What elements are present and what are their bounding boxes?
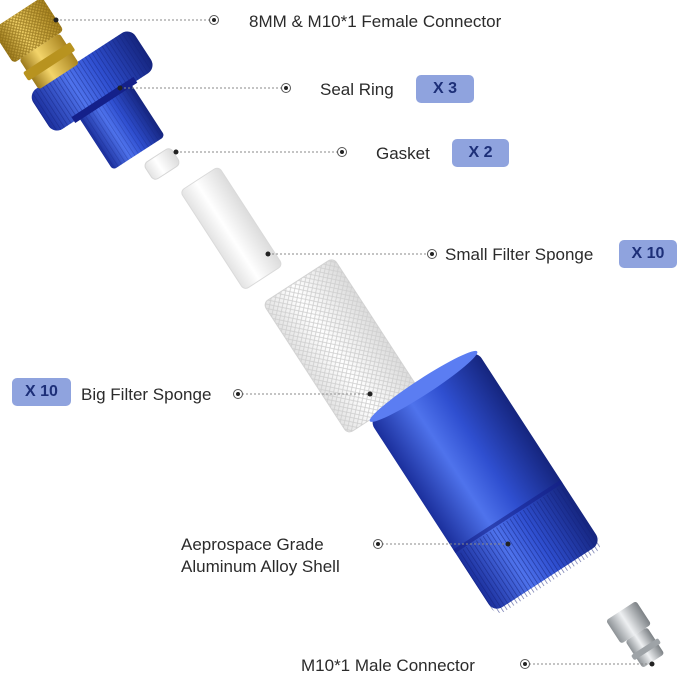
- aluminum-shell-shape: [369, 350, 601, 613]
- badge-big-sponge-quantity: X 10: [12, 378, 71, 406]
- label-shell-line1: Aeprospace Grade: [181, 535, 324, 554]
- badge-gasket-quantity: X 2: [452, 139, 509, 167]
- small-sponge-shape: [181, 167, 282, 289]
- brass-connector: [0, 0, 78, 89]
- label-male-connector: M10*1 Male Connector: [301, 656, 475, 675]
- label-shell-line2: Aluminum Alloy Shell: [181, 557, 340, 576]
- badge-seal-ring-quantity: X 3: [416, 75, 474, 103]
- label-seal-ring: Seal Ring: [320, 80, 394, 99]
- big-sponge-shape: [264, 259, 417, 433]
- leader-dots: [53, 15, 655, 669]
- blue-cap: [31, 31, 164, 169]
- leader-lines: [56, 19, 652, 665]
- badge-small-sponge-quantity: X 10: [619, 240, 677, 268]
- label-gasket: Gasket: [376, 144, 430, 163]
- label-big-filter-sponge: Big Filter Sponge: [81, 385, 212, 404]
- steel-connector: [606, 601, 664, 667]
- label-small-filter-sponge: Small Filter Sponge: [445, 245, 594, 264]
- gasket-shape: [144, 148, 180, 180]
- label-female-connector: 8MM & M10*1 Female Connector: [249, 12, 502, 31]
